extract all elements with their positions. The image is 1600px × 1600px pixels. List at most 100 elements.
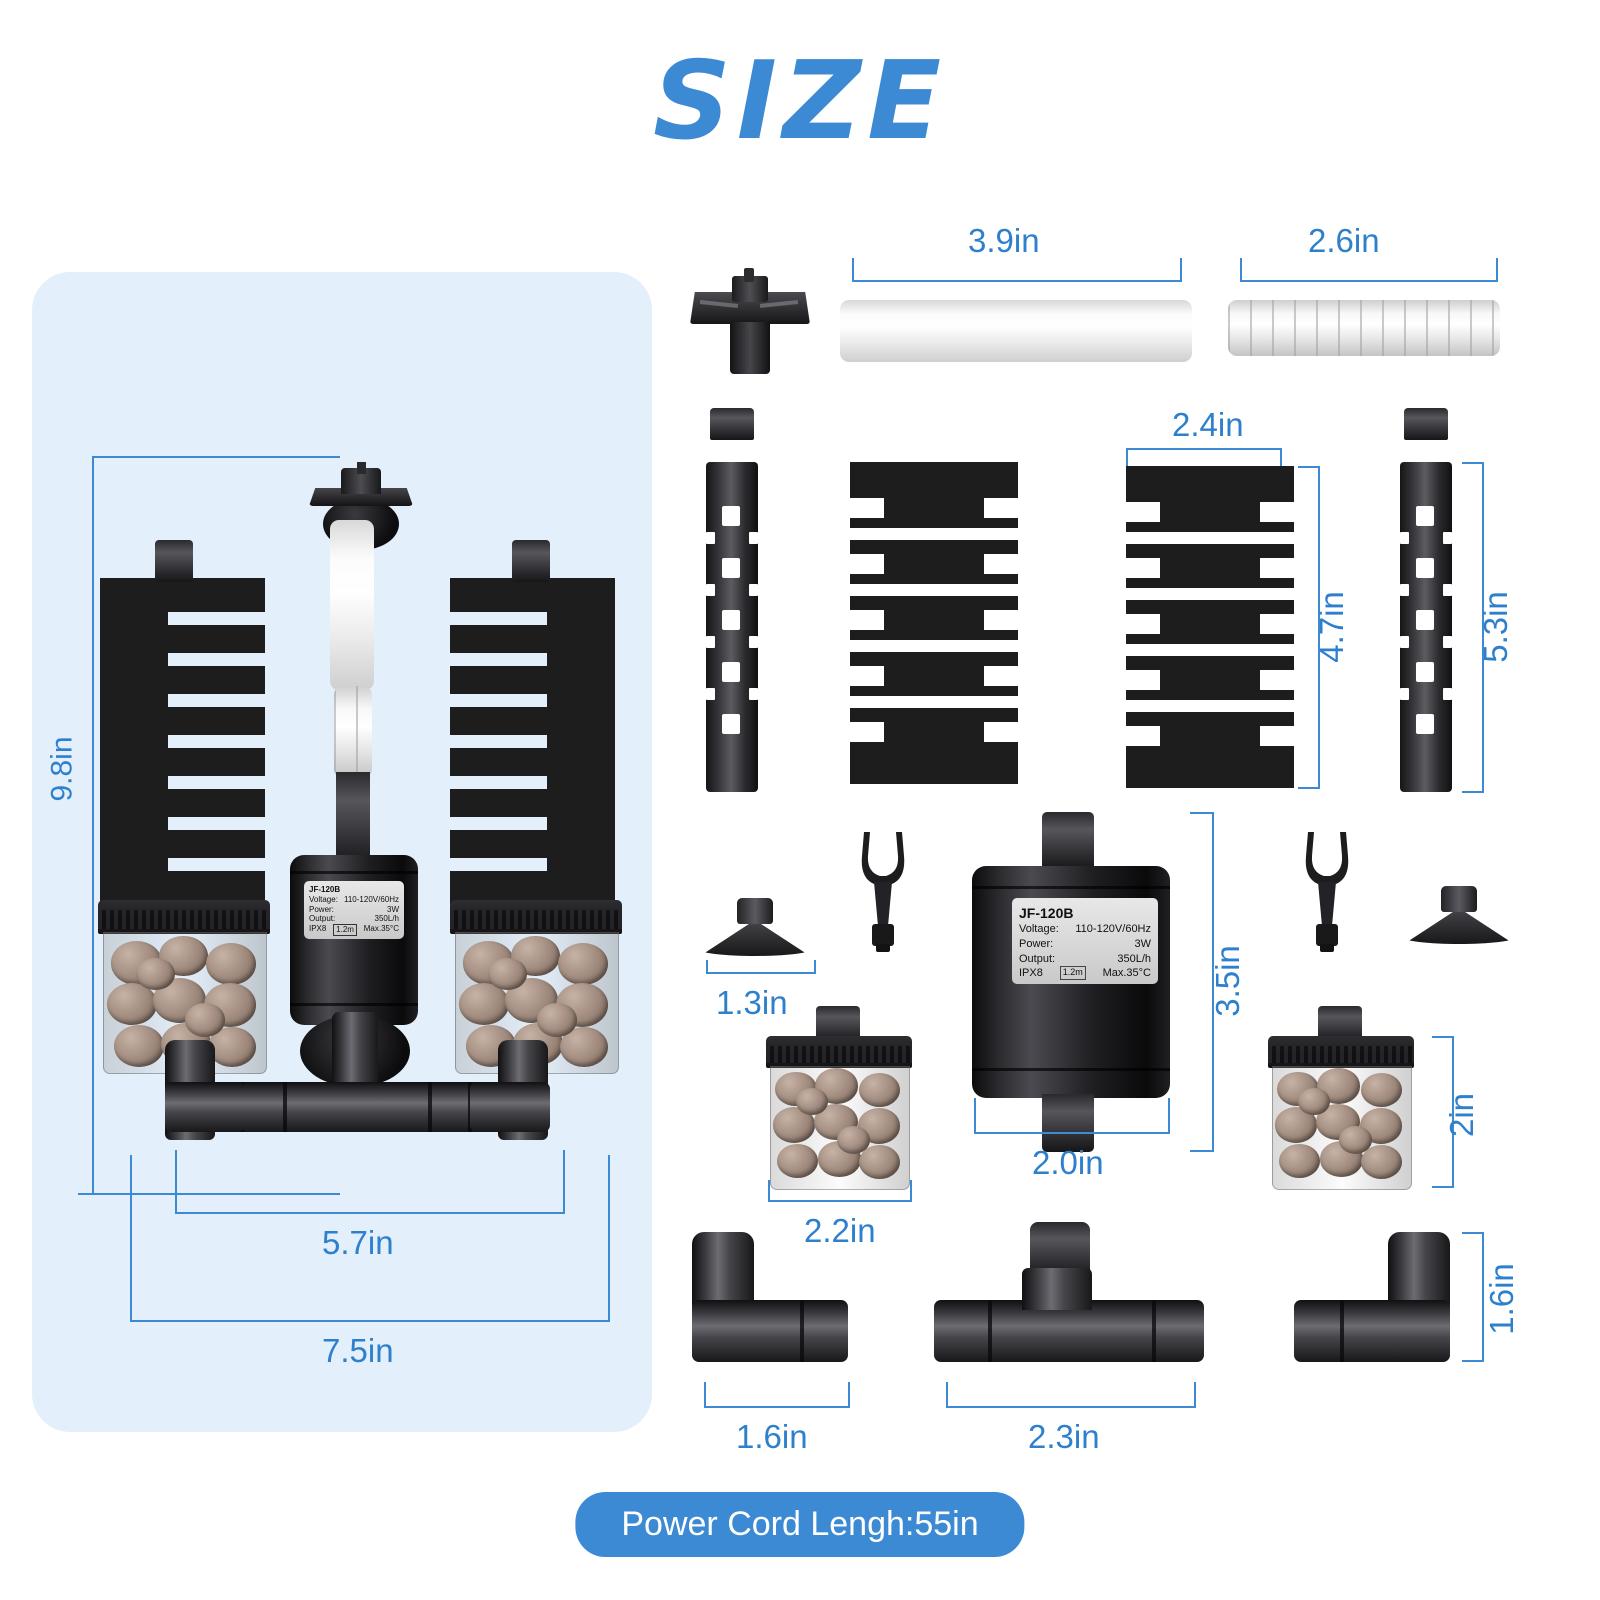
pump-label-output-key: Output:: [309, 914, 336, 924]
dim-tick-2in-bottom: [1432, 1186, 1454, 1188]
clip-icon: [1305, 832, 1349, 952]
dim-tick-13-left: [706, 960, 708, 974]
dim-label-pump-width: 2.0in: [1032, 1144, 1104, 1181]
dim-tick-16-right-top: [1462, 1232, 1484, 1234]
dim-tick-35-top: [1190, 812, 1214, 814]
pump-label-depth: 1.2m: [333, 924, 357, 936]
dim-tick-13-right: [814, 960, 816, 974]
pump-spec-power-key: Power:: [1019, 937, 1054, 950]
dim-label-elbow-right: 1.6in: [1482, 1263, 1520, 1335]
part-tee: [934, 1300, 1204, 1362]
part-pump-outlet: [1042, 1094, 1094, 1152]
pump-label-output-value: 350L/h: [374, 914, 399, 924]
pump-label-maxtemp: Max.35°C: [363, 924, 399, 933]
assembly-pump: JF-120B Voltage: 110-120V/60Hz Power: 3W O…: [290, 855, 418, 1025]
part-skeleton-tube-right: [1400, 462, 1452, 792]
dim-tick-23-left: [946, 1382, 948, 1408]
dim-tick-16-left-b: [848, 1382, 850, 1408]
dim-line-13: [706, 972, 816, 974]
dim-line-53: [1482, 462, 1484, 792]
dim-tick-75-right: [608, 1155, 610, 1322]
part-pump: JF-120B Voltage:110-120V/60Hz Power:3W O…: [972, 866, 1170, 1098]
part-diffuser-head: [690, 268, 810, 378]
dim-line-47: [1318, 466, 1320, 788]
dim-label-elbow-left: 1.6in: [736, 1418, 808, 1455]
assembly-sponge-right: [450, 578, 615, 908]
dim-tick-53-top: [1462, 462, 1484, 464]
dim-label-sponge-width: 2.4in: [1172, 406, 1244, 443]
dim-label-skeleton-height: 5.3in: [1476, 591, 1514, 663]
dim-tick-22-left: [768, 1180, 770, 1202]
dim-label-tee: 2.3in: [1028, 1418, 1100, 1455]
pump-spec-voltage-key: Voltage:: [1019, 923, 1059, 936]
dim-label-suction-cup: 1.3in: [716, 984, 788, 1021]
part-tube-ribbed: [1228, 300, 1500, 356]
dim-tick-57-right: [563, 1150, 565, 1214]
dim-tick-35-bottom: [1190, 1150, 1214, 1152]
part-sponge-b: [1126, 466, 1294, 788]
assembly-riser-tube: [330, 520, 374, 690]
dim-line-16-left: [704, 1406, 850, 1408]
pump-label-power-value: 3W: [387, 904, 399, 914]
part-suction-cup-left: [700, 898, 810, 956]
dim-label-jar-width: 2.2in: [804, 1212, 876, 1249]
dim-line-35: [1212, 812, 1214, 1152]
part-media-jar-left: [766, 1036, 912, 1190]
assembly-sponge-right-spout: [512, 540, 550, 582]
dim-tick-47-bottom: [1298, 787, 1320, 789]
dim-label-sponge-height: 4.7in: [1312, 591, 1350, 663]
part-suction-cup-right: [1404, 886, 1514, 944]
part-pump-inlet: [1042, 812, 1094, 870]
dim-line-height-98: [92, 456, 94, 1194]
part-clip-left: [852, 822, 914, 958]
assembly-sponge-left: [100, 578, 265, 908]
dim-tick-20-right: [1168, 1098, 1170, 1134]
assembly-sponge-left-spout: [155, 540, 193, 582]
pump-spec-maxtemp: Max.35°C: [1102, 967, 1151, 980]
pump-label-voltage-key: Voltage:: [309, 894, 338, 904]
dim-tick-22-right: [910, 1180, 912, 1202]
assembly-pump-label: JF-120B Voltage: 110-120V/60Hz Power: 3W O…: [304, 881, 404, 939]
dim-label-tube-ribbed: 2.6in: [1308, 222, 1380, 259]
clip-icon: [861, 832, 905, 952]
dim-line-20: [974, 1132, 1170, 1134]
dim-tick-75-left: [130, 1155, 132, 1322]
dim-line-75: [130, 1320, 610, 1322]
pump-spec-model: JF-120B: [1019, 905, 1074, 921]
dim-label-jar-height: 2in: [1443, 1092, 1481, 1138]
dim-line-24: [1126, 448, 1282, 450]
pump-spec-depth: 1.2m: [1059, 966, 1086, 981]
power-cord-banner: Power Cord Lengh:55in: [575, 1492, 1025, 1557]
dim-tick-47-top: [1298, 466, 1320, 468]
part-end-cap-left: [710, 408, 754, 440]
dim-label-assembly-height: 9.8in: [45, 736, 79, 802]
dim-tick-39-right: [1180, 258, 1182, 282]
part-media-jar-right: [1268, 1036, 1414, 1190]
dim-line-26: [1240, 280, 1498, 282]
part-clip-right: [1296, 822, 1358, 958]
dim-line-2in: [1452, 1036, 1454, 1188]
pump-label-voltage-value: 110-120V/60Hz: [344, 894, 399, 904]
pump-label-ipx: IPX8: [309, 924, 327, 933]
part-sponge-a: [850, 462, 1018, 784]
dim-line-39: [852, 280, 1182, 282]
pump-label-model: JF-120B: [309, 885, 341, 894]
assembly-media-jar-left: [98, 900, 270, 1074]
dim-tick-26-left: [1240, 258, 1242, 282]
pump-spec-power-value: 3W: [1134, 937, 1152, 950]
dim-tick-24-left: [1126, 448, 1128, 468]
dim-line-22: [768, 1200, 912, 1202]
assembly-riser-stem: [336, 772, 370, 868]
dim-tick-23-right: [1194, 1382, 1196, 1408]
pump-spec-ipx: IPX8: [1019, 967, 1043, 980]
dim-line-16-right: [1482, 1232, 1484, 1362]
dim-line-23: [946, 1406, 1196, 1408]
dim-tick-98-bottom: [78, 1193, 340, 1195]
pump-label-power-key: Power:: [309, 904, 334, 914]
assembly-tee-riser: [332, 1012, 378, 1094]
pump-spec-voltage-value: 110-120V/60Hz: [1075, 923, 1151, 936]
dim-tick-53-bottom: [1462, 791, 1484, 793]
dim-tick-39-left: [852, 258, 854, 282]
dim-tick-2in-top: [1432, 1036, 1454, 1038]
